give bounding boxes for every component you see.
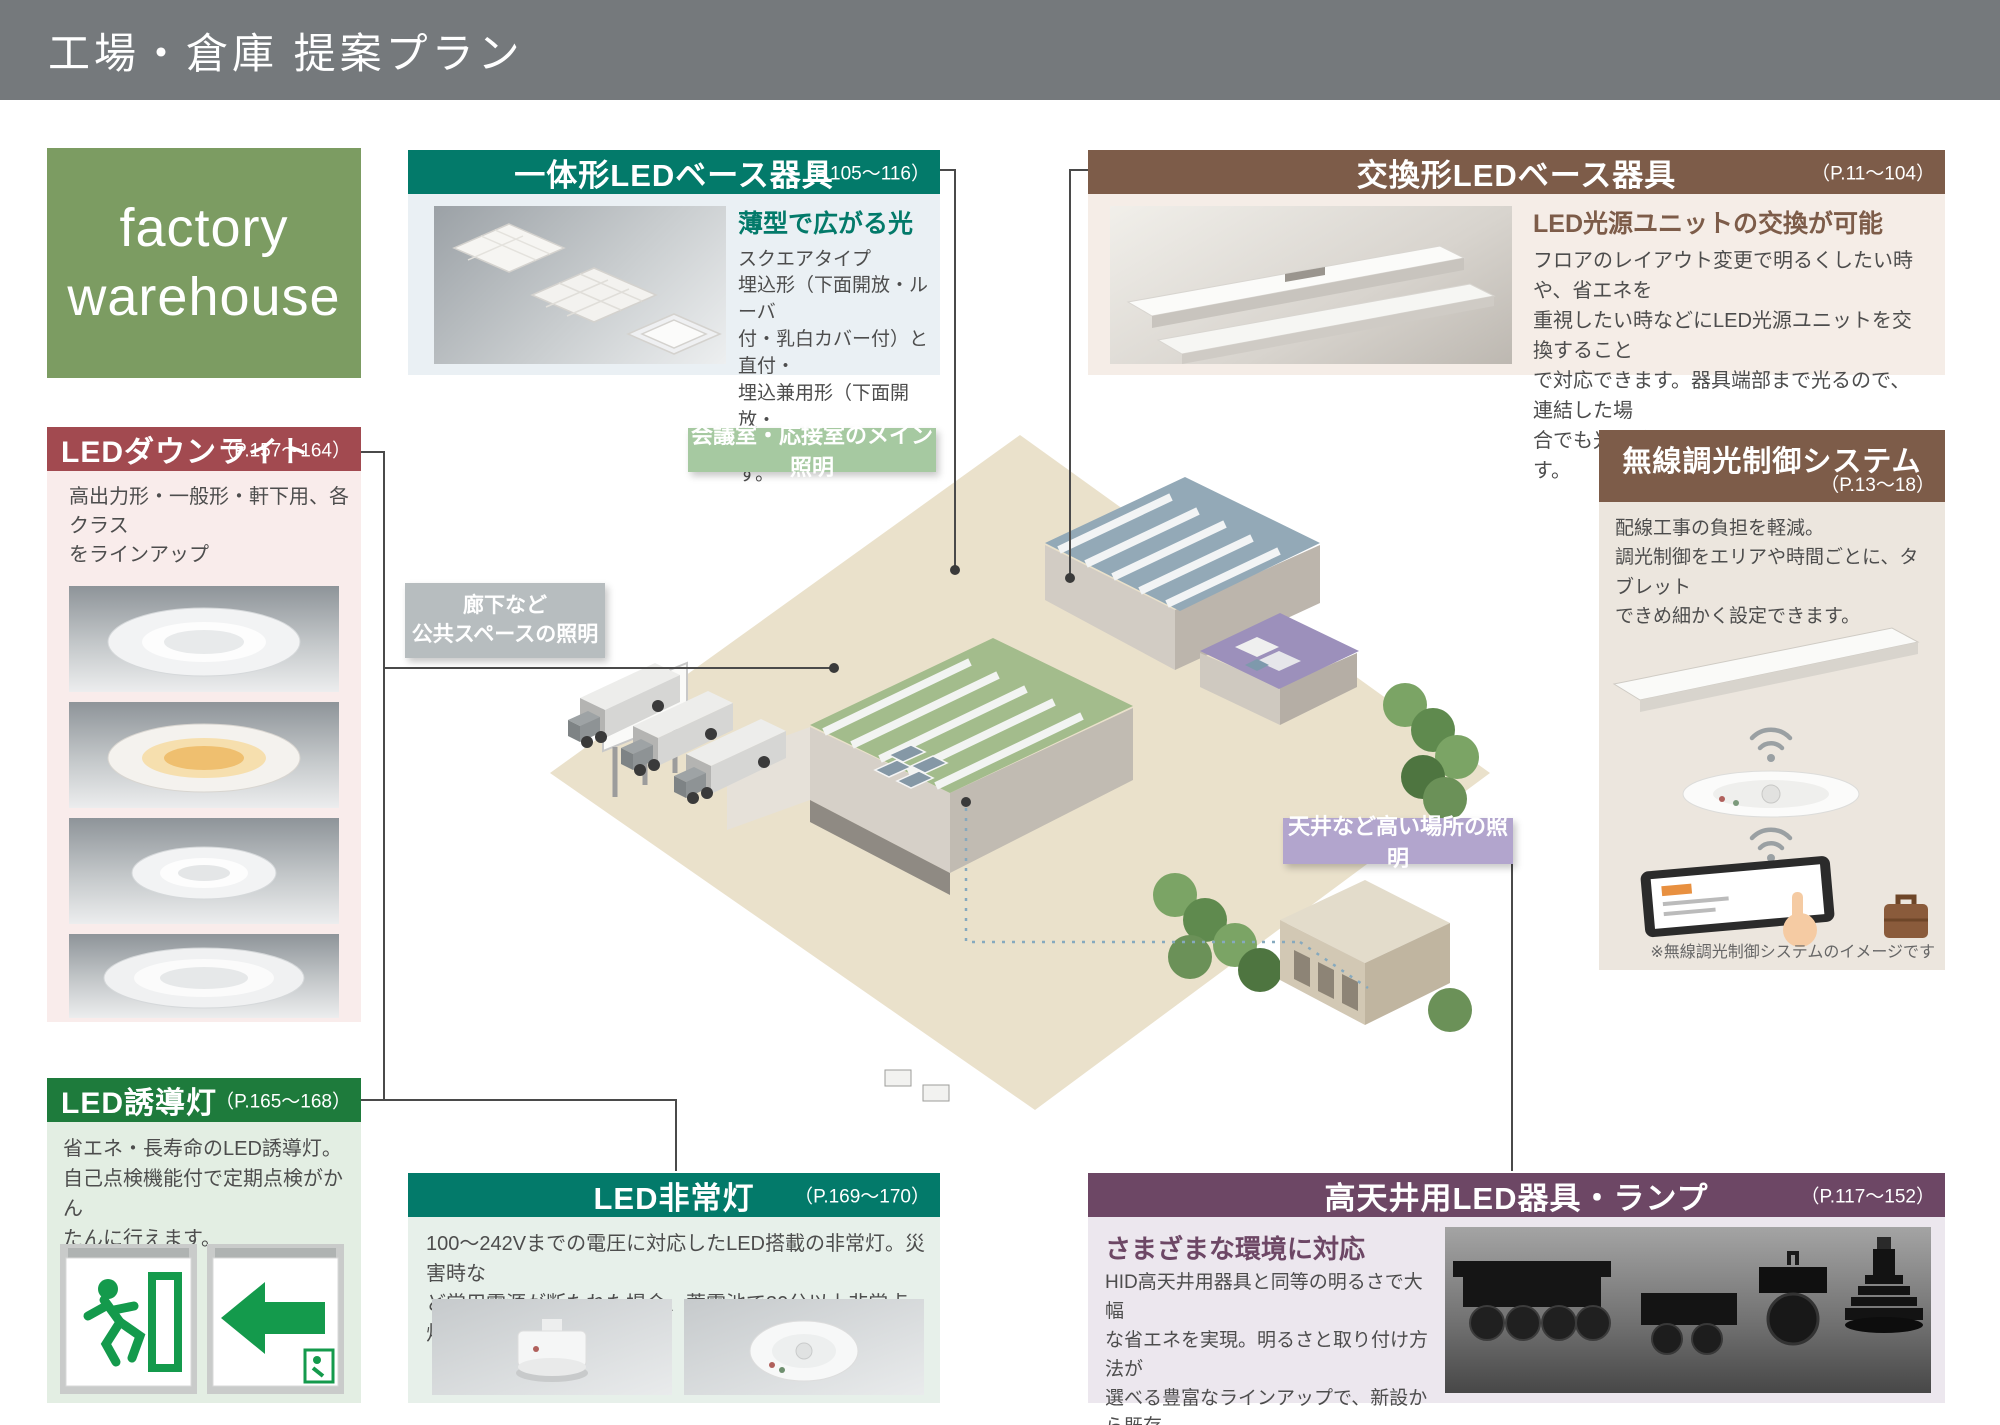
green-roof-area — [810, 638, 1133, 793]
panel-wireless-pages: （P.13～18） — [1820, 475, 1935, 496]
integrated-product-photo — [434, 206, 726, 364]
guide-body: 省エネ・長寿命のLED誘導灯。 自己点検機能付で定期点検がかん たんに行えます。 — [63, 1138, 343, 1250]
panel-highbay-title: 高天井用LED器具・ランプ — [1324, 1180, 1709, 1216]
panel-emergency-header: LED非常灯 （P.169～170） — [408, 1173, 940, 1217]
callout-high-ceiling: 天井など高い場所の照明 — [1283, 814, 1513, 871]
panel-integrated-pages: （P.105～116） — [795, 163, 931, 185]
emergency-light-photo-1 — [432, 1299, 672, 1395]
panel-wireless-header: 無線調光制御システム （P.13～18） — [1599, 430, 1945, 502]
emergency-light-photo-2 — [684, 1299, 924, 1395]
blue-roof-area — [1045, 477, 1320, 611]
callout-meeting-room: 会議室・応接室のメイン照明 — [688, 423, 936, 480]
linear-led-fixtures-image — [1126, 245, 1496, 364]
linear-fixture-image — [1612, 627, 1920, 712]
panel-led-downlight: LEDダウンライト （P.157～164） 高出力形・一般形・軒下用、各クラス … — [47, 427, 361, 1022]
panel-integrated-led-base: 一体形LEDベース器具 （P.105～116） 薄型で広がる光 — [408, 150, 940, 485]
panel-highbay-header: 高天井用LED器具・ランプ （P.117～152） — [1088, 1173, 1945, 1217]
tablet-icon — [1640, 856, 1835, 938]
downlight-photo-3 — [69, 818, 339, 924]
callout-corridor-text: 廊下など 公共スペースの照明 — [411, 594, 599, 646]
wifi-icon — [1749, 827, 1793, 862]
panel-replaceable-header: 交換形LEDベース器具 （P.11～104） — [1088, 150, 1945, 194]
category-logo: factory warehouse — [47, 148, 361, 378]
replaceable-product-photo — [1110, 206, 1512, 364]
wireless-caption: ※無線調光制御システムのイメージです — [1650, 944, 1935, 961]
wifi-icon — [1749, 727, 1793, 762]
exit-sign-photo-arrow — [207, 1244, 344, 1394]
exit-left-arrow-icon — [221, 1282, 335, 1384]
factory-isometric-illustration — [550, 435, 1490, 1110]
callout-ceiling-text: 天井など高い場所の照明 — [1287, 814, 1508, 871]
panel-led-emergency-light: LED非常灯 （P.169～170） 100～242Vまでの電圧に対応したLED… — [408, 1173, 940, 1403]
callout-meeting-text: 会議室・応接室のメイン照明 — [690, 423, 933, 480]
panel-replaceable-pages: （P.11～104） — [1811, 163, 1935, 185]
replaceable-headline: LED光源ユニットの交換が可能 — [1533, 210, 1884, 238]
panel-integrated-title: 一体形LEDベース器具 — [514, 157, 834, 193]
page-title: 工場・倉庫 提案プラン — [48, 29, 524, 77]
page-header-bar: 工場・倉庫 提案プラン — [0, 0, 2000, 100]
logo-line2: warehouse — [67, 267, 341, 327]
exit-sign-photo-running-man — [60, 1244, 197, 1394]
highbay-body: HID高天井用器具と同等の明るさで大幅 な省エネを実現。明るさと取り付け方法が … — [1105, 1272, 1429, 1425]
wireless-system-image — [1612, 627, 1928, 947]
panel-downlight-pages: （P.157～164） — [215, 440, 351, 462]
panel-downlight-title: LEDダウンライト — [61, 436, 310, 469]
integrated-subhead: スクエアタイプ — [738, 249, 872, 270]
purple-room-area — [1200, 613, 1359, 725]
pointer-hand-icon — [1783, 892, 1817, 947]
panel-emergency-pages: （P.169～170） — [794, 1186, 930, 1208]
downlight-body: 高出力形・一般形・軒下用、各クラス をラインアップ — [69, 486, 349, 566]
panel-integrated-header: 一体形LEDベース器具 （P.105～116） — [408, 150, 940, 194]
highbay-fixtures-image — [1453, 1237, 1923, 1355]
panel-highbay-pages: （P.117～152） — [1800, 1186, 1936, 1208]
downlight-photo-2 — [69, 702, 339, 808]
panel-wireless-dimming-system: 無線調光制御システム （P.13～18） 配線工事の負担を軽減。 調光制御をエリ… — [1599, 430, 1945, 970]
briefcase-icon — [1884, 894, 1928, 938]
exit-running-man-icon — [83, 1272, 182, 1372]
panel-highbay-led: 高天井用LED器具・ランプ （P.117～152） さまざまな環境に対応 HID… — [1088, 1173, 1945, 1425]
panel-guide-title: LED誘導灯 — [61, 1087, 217, 1120]
ceiling-sensor-icon — [1682, 770, 1860, 818]
carts — [884, 1069, 950, 1102]
highbay-product-photo — [1445, 1227, 1931, 1393]
panel-replaceable-title: 交換形LEDベース器具 — [1356, 157, 1677, 193]
panel-guide-header: LED誘導灯 （P.165～168） — [47, 1078, 361, 1122]
downlight-photo-4 — [69, 934, 339, 1018]
integrated-headline: 薄型で広がる光 — [738, 210, 914, 238]
downlight-photo-1 — [69, 586, 339, 692]
panel-guide-pages: （P.165～168） — [215, 1091, 351, 1113]
callout-corridor: 廊下など 公共スペースの照明 — [405, 583, 605, 658]
panel-downlight-header: LEDダウンライト （P.157～164） — [47, 427, 361, 471]
square-led-panels-image — [452, 223, 722, 355]
panel-led-guide-light: LED誘導灯 （P.165～168） 省エネ・長寿命のLED誘導灯。 自己点検機… — [47, 1078, 361, 1403]
logo-line1: factory — [119, 197, 289, 258]
panel-wireless-title: 無線調光制御システム — [1622, 446, 1922, 478]
wireless-body: 配線工事の負担を軽減。 調光制御をエリアや時間ごとに、タブレット できめ細かく設… — [1615, 518, 1919, 628]
panel-replaceable-led-base: 交換形LEDベース器具 （P.11～104） LED光源ユニットの交換が可能 フ… — [1088, 150, 1945, 482]
highbay-headline: さまざまな環境に対応 — [1105, 1234, 1366, 1264]
panel-emergency-title: LED非常灯 — [593, 1180, 755, 1216]
